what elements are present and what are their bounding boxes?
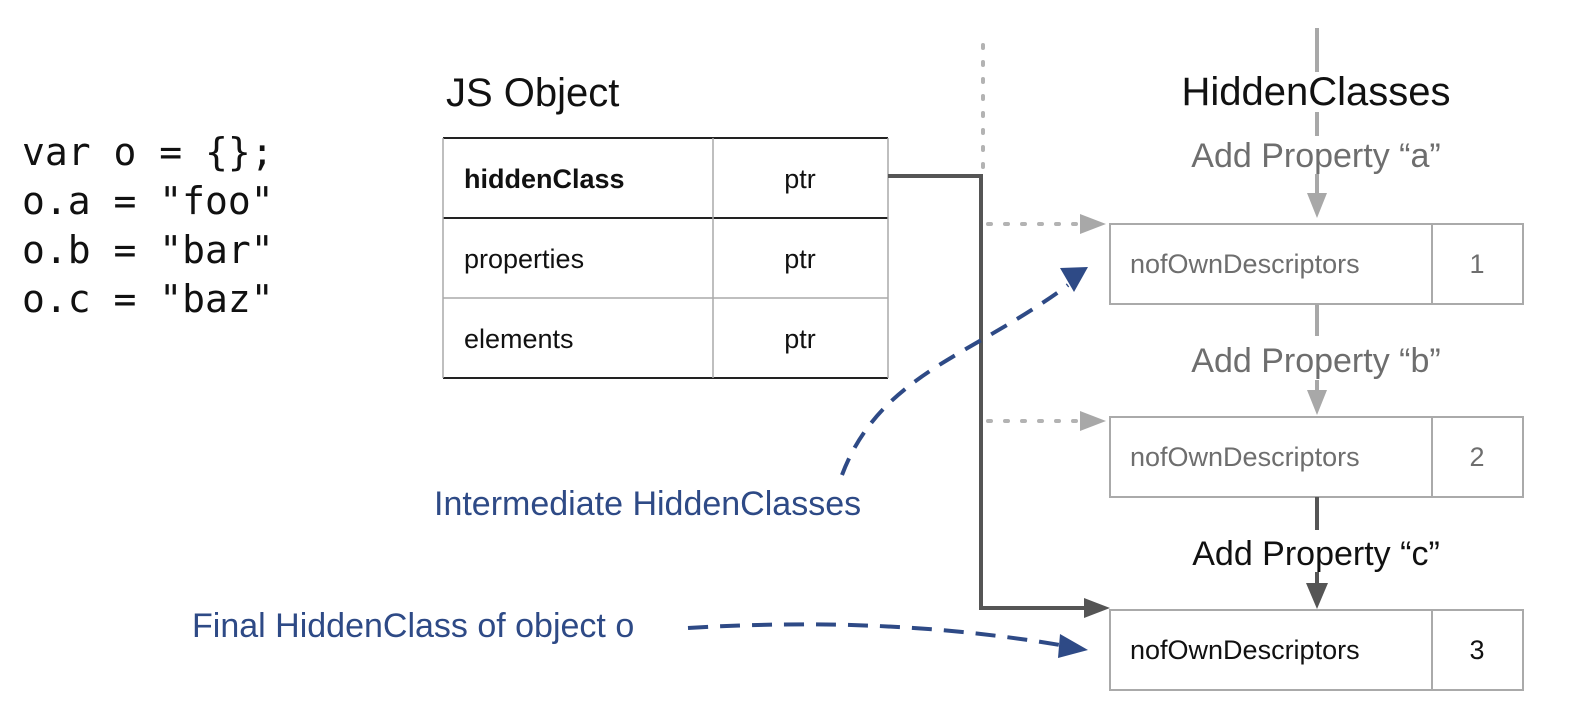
final-annotation: Final HiddenClass of object o [192,607,634,645]
js-object-table: hiddenClass ptr properties ptr elements … [442,137,889,379]
hidden-class-box-3: nofOwnDescriptors 3 [1109,609,1524,691]
box-count: 3 [1469,635,1484,665]
final-arrow-line [687,622,1061,647]
hidden-classes-title: HiddenClasses [1181,70,1450,114]
old-pointer-arrow [986,411,1106,431]
table-row-value: ptr [784,164,816,194]
js-object-title: JS Object [446,71,619,115]
code-line: o.b = "bar" [22,228,274,272]
box-count: 1 [1469,249,1484,279]
code-line: o.a = "foo" [22,179,274,223]
transition-label-b: Add Property “b” [1191,342,1440,380]
box-count: 2 [1469,442,1484,472]
box-label: nofOwnDescriptors [1130,249,1360,279]
final-arrowhead [1058,634,1088,658]
hidden-class-pointer-arrowhead [1084,598,1110,618]
transition-arrowhead [1307,193,1327,218]
hidden-class-box-2: nofOwnDescriptors 2 [1109,416,1524,498]
intermediate-arrow-line [840,283,1070,476]
code-block: var o = {}; o.a = "foo" o.b = "bar" o.c … [22,130,274,321]
transition-arrowhead [1307,390,1327,415]
transition-label-c: Add Property “c” [1192,535,1440,573]
code-line: var o = {}; [22,130,274,174]
box-label: nofOwnDescriptors [1130,635,1360,665]
intermediate-arrowhead [1060,267,1088,292]
hidden-class-box-1: nofOwnDescriptors 1 [1109,223,1524,305]
table-row-name: elements [464,324,574,354]
code-line: o.c = "baz" [22,277,274,321]
intermediate-annotation: Intermediate HiddenClasses [434,485,861,523]
box-label: nofOwnDescriptors [1130,442,1360,472]
transition-label-a: Add Property “a” [1191,137,1440,175]
table-row-name: hiddenClass [464,164,625,194]
old-pointer-arrow [986,214,1106,234]
table-row-value: ptr [784,244,816,274]
transition-arrowhead [1306,583,1328,609]
table-row-name: properties [464,244,584,274]
hidden-class-pointer-line [888,174,1088,610]
table-row-value: ptr [784,324,816,354]
